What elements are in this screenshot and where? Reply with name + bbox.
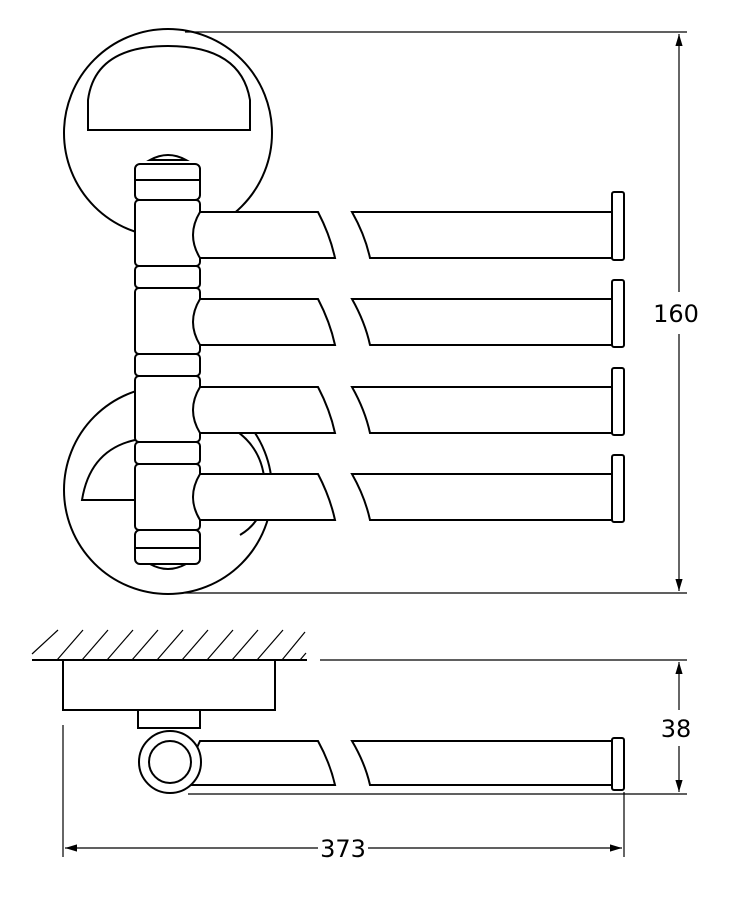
lower-plate-cutout xyxy=(80,439,136,501)
front-view: 160 xyxy=(63,28,699,595)
upper-plate-cutout xyxy=(87,44,251,131)
towel-arm-2 xyxy=(192,279,625,348)
dimension-length: 373 xyxy=(320,835,366,863)
towel-arm-4 xyxy=(192,454,625,523)
side-view: 38 373 xyxy=(31,629,692,863)
towel-arm-3 xyxy=(192,367,625,436)
dimension-height: 160 xyxy=(653,300,699,328)
swivel-column xyxy=(134,154,201,570)
dimension-depth: 38 xyxy=(661,715,692,743)
stem xyxy=(137,709,201,729)
towel-arms xyxy=(192,191,625,523)
arm-end-cap xyxy=(611,737,625,791)
towel-arm-1 xyxy=(192,191,625,261)
wall-hatch xyxy=(31,629,307,661)
wall-plate-side xyxy=(62,659,276,711)
